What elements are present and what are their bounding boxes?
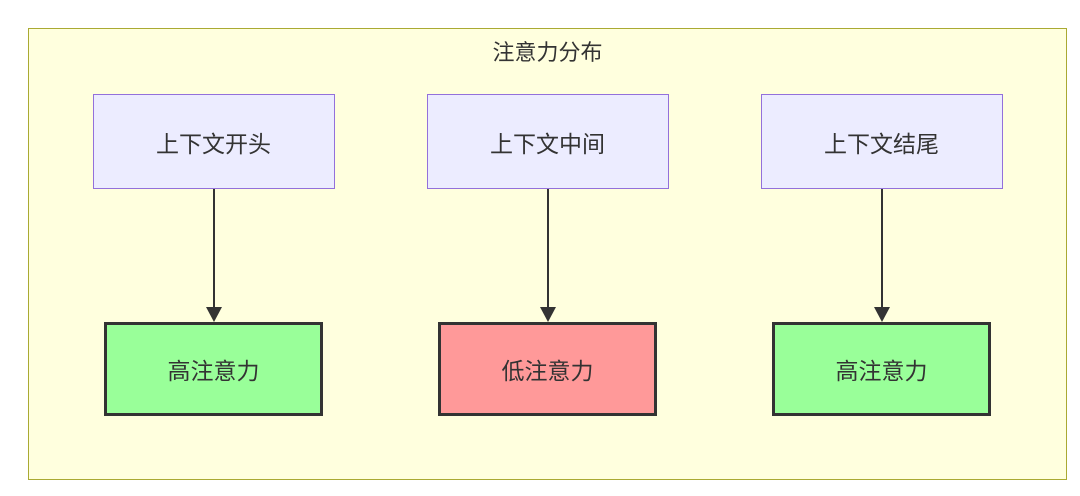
attention-distribution-diagram: 注意力分布 上下文开头 高注意力 上下文中间 低注意力 (28, 28, 1067, 480)
arrow-down-icon (205, 307, 222, 322)
node-label: 高注意力 (835, 358, 928, 384)
node-label: 上下文开头 (156, 130, 271, 157)
arrow-down-icon (539, 307, 556, 322)
node-label: 高注意力 (167, 358, 260, 384)
node-attention-start: 高注意力 (104, 322, 323, 416)
node-context-start: 上下文开头 (92, 94, 335, 189)
column-context-end: 上下文结尾 高注意力 (760, 94, 1003, 416)
column-context-start: 上下文开头 高注意力 (92, 94, 335, 416)
column-context-middle: 上下文中间 低注意力 (426, 94, 669, 416)
arrow-line (546, 189, 549, 307)
node-attention-middle: 低注意力 (438, 322, 657, 416)
diagram-columns: 上下文开头 高注意力 上下文中间 低注意力 上下文结 (29, 94, 1066, 416)
arrow-down-icon (873, 307, 890, 322)
arrow-line (880, 189, 883, 307)
node-label: 上下文中间 (490, 130, 605, 157)
arrow-context-start (205, 189, 222, 322)
node-context-end: 上下文结尾 (760, 94, 1003, 189)
node-label: 上下文结尾 (824, 130, 939, 157)
arrow-context-end (873, 189, 890, 322)
arrow-context-middle (539, 189, 556, 322)
node-label: 低注意力 (501, 358, 594, 384)
node-attention-end: 高注意力 (772, 322, 991, 416)
diagram-title: 注意力分布 (492, 40, 603, 65)
arrow-line (212, 189, 215, 307)
node-context-middle: 上下文中间 (426, 94, 669, 189)
